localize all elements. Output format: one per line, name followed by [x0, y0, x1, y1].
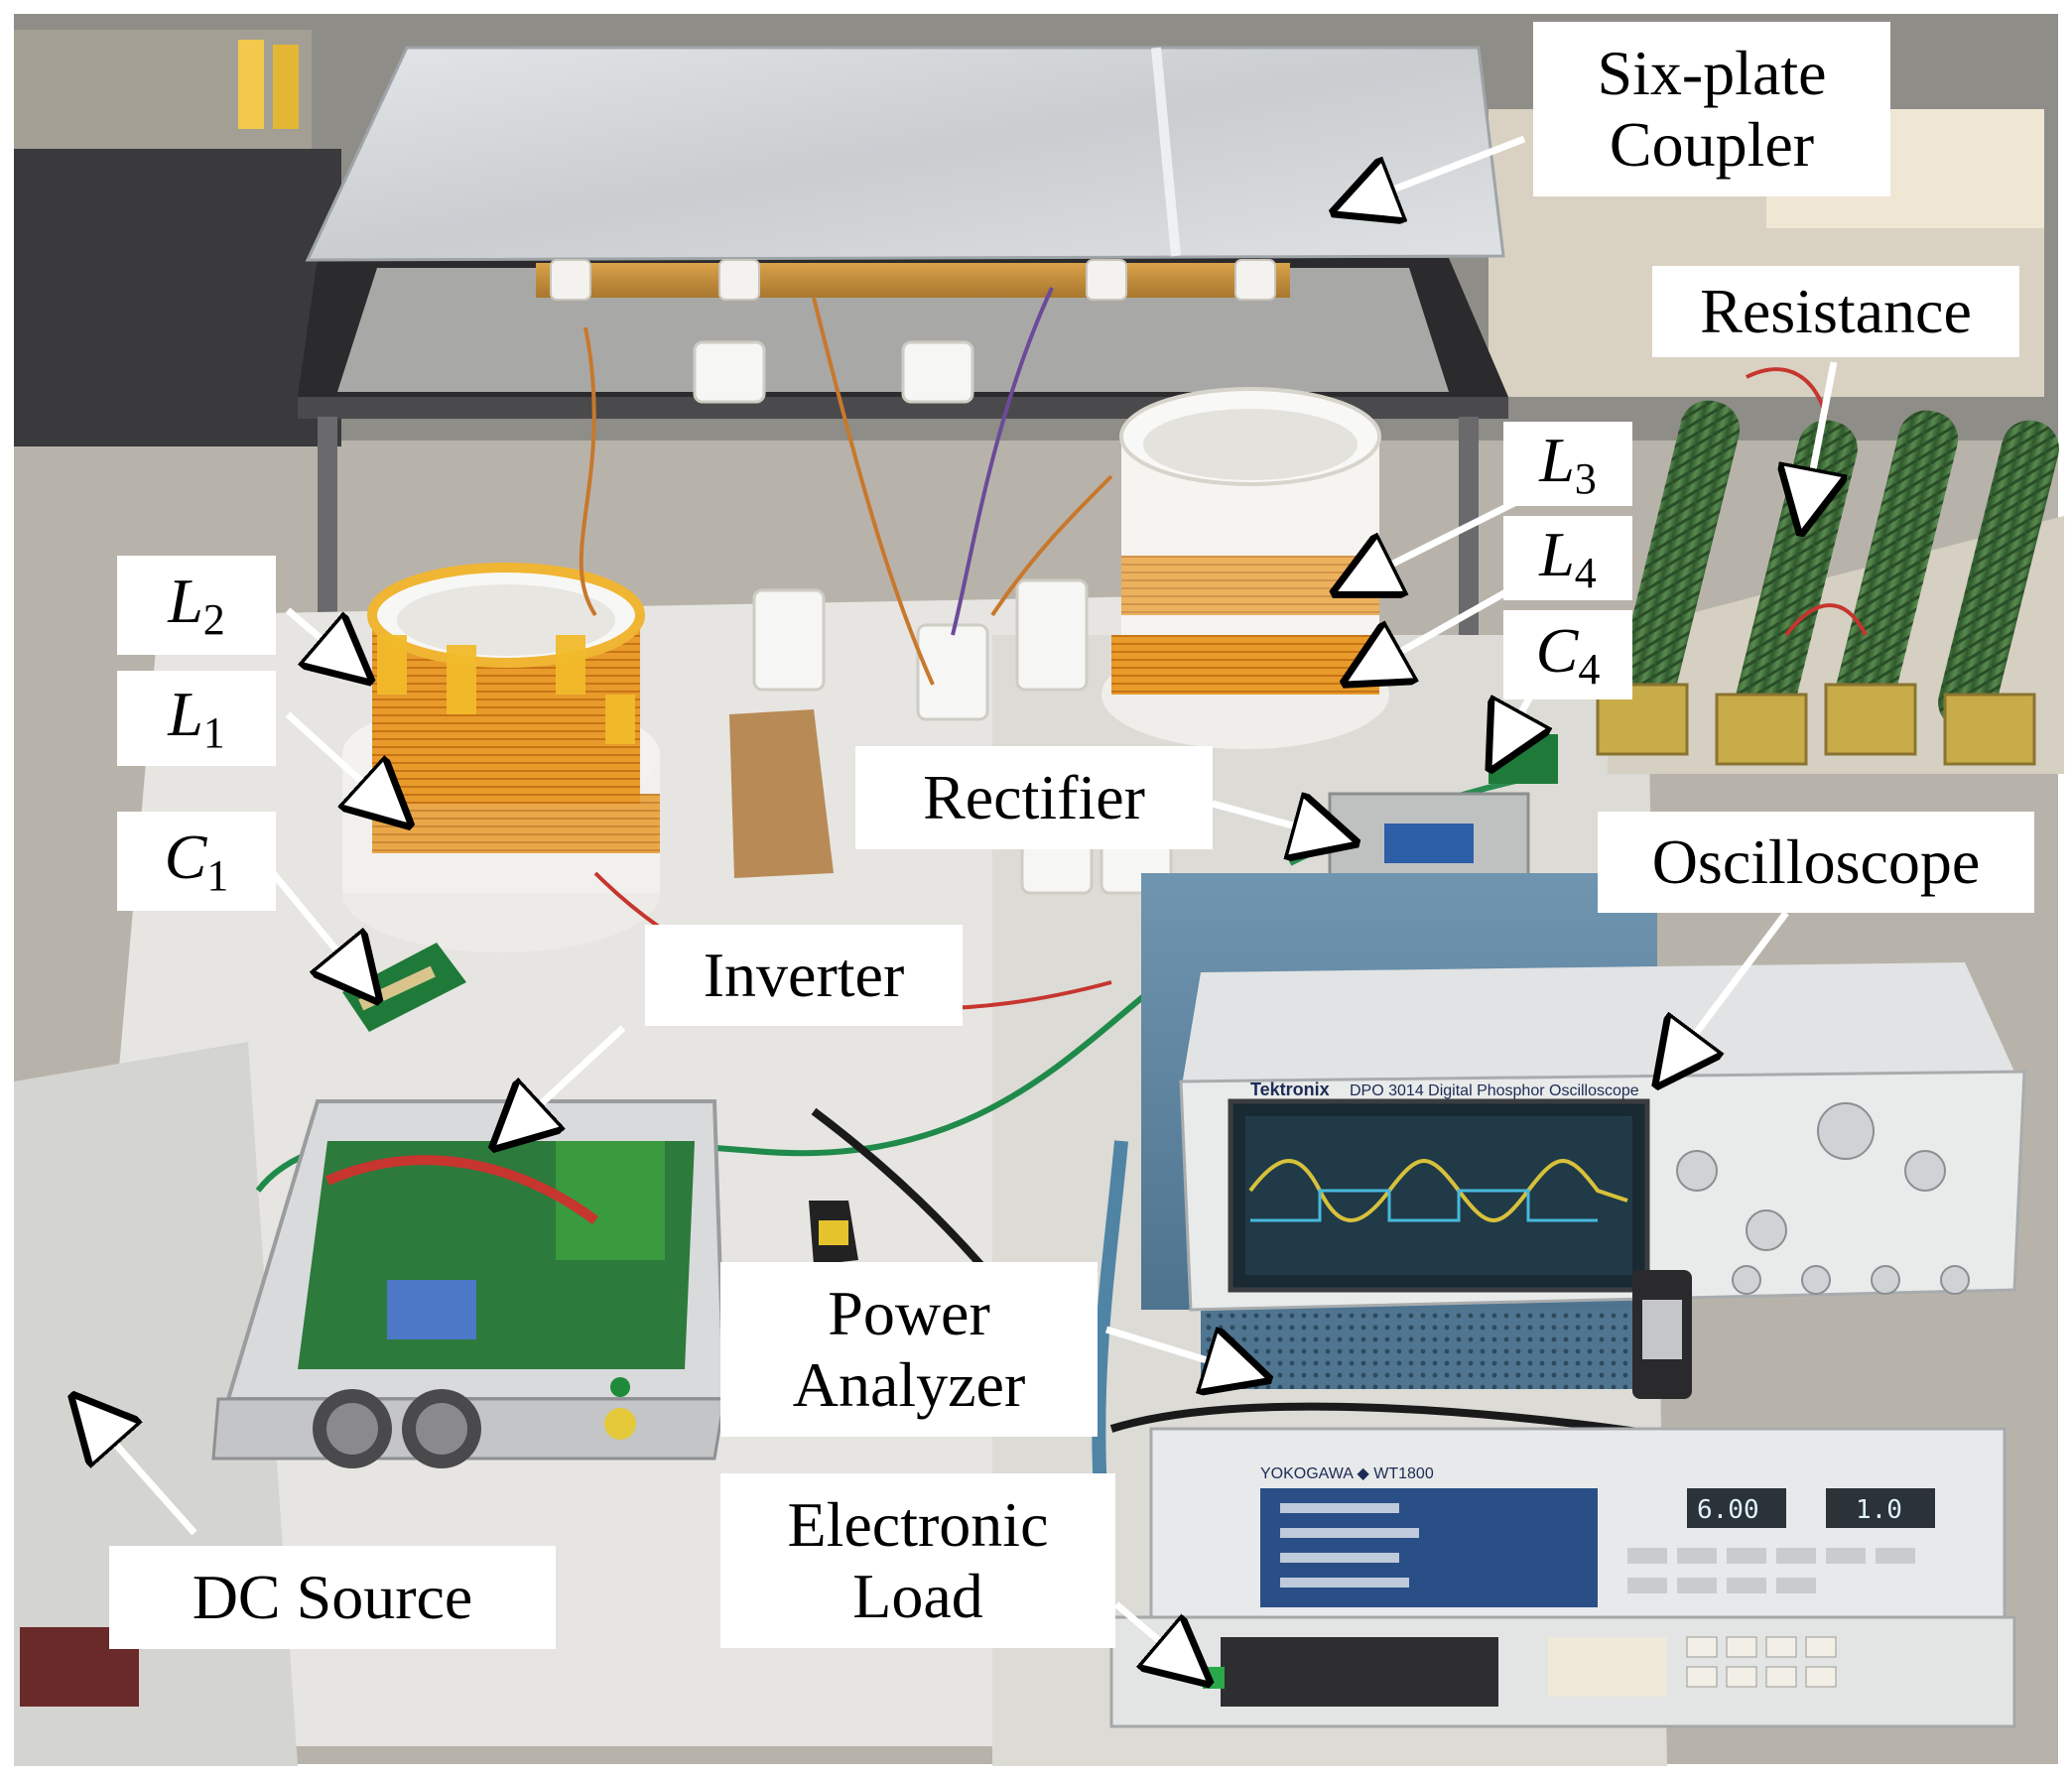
six-plate-coupler-plate: [305, 46, 1505, 262]
label-l1-sub: 1: [202, 708, 225, 758]
arrow-l1: [285, 711, 397, 814]
label-l3: L3: [1503, 422, 1632, 506]
label-c4: C4: [1503, 610, 1632, 699]
label-c1-base: C: [164, 822, 207, 893]
label-l3-sub: 3: [1574, 453, 1597, 503]
label-l4-sub: 4: [1574, 548, 1597, 597]
arrow-electronic-load: [1113, 1601, 1196, 1672]
back-table-left: [14, 149, 341, 446]
oscilloscope-unit: Tektronix DPO 3014 Digital Phosphor Osci…: [1141, 873, 2026, 1399]
arrow-rectifier: [1212, 804, 1340, 838]
label-electronic-line1: Electronic: [787, 1489, 1049, 1561]
label-rectifier-text: Rectifier: [923, 762, 1145, 833]
label-six-plate-line1: Six-plate: [1597, 38, 1827, 109]
arrow-c1: [270, 870, 367, 987]
label-l4-base: L: [1539, 518, 1575, 589]
label-oscilloscope-text: Oscilloscope: [1651, 826, 1981, 898]
label-resistance-text: Resistance: [1700, 276, 1972, 347]
arrow-oscilloscope: [1667, 910, 1789, 1072]
label-dc-source-text: DC Source: [192, 1562, 473, 1633]
arrow-resistance: [1804, 361, 1834, 516]
analyzer-display-2: 1.0: [1856, 1495, 1902, 1525]
label-oscilloscope: Oscilloscope: [1598, 812, 2034, 913]
scope-brand-text: Tektronix: [1250, 1080, 1330, 1099]
arrow-l4: [1360, 581, 1520, 675]
label-l4: L4: [1503, 516, 1632, 600]
label-dc-source: DC Source: [109, 1546, 556, 1649]
electronic-load-unit: [1109, 1615, 2016, 1728]
label-l3-base: L: [1539, 424, 1575, 495]
arrow-power-analyzer: [1104, 1326, 1252, 1374]
label-c1-sub: 1: [206, 851, 229, 901]
coil-l1: [372, 794, 660, 853]
label-l2: L2: [117, 556, 276, 655]
analyzer-display-1: 6.00: [1697, 1495, 1759, 1525]
label-power-line1: Power: [828, 1278, 990, 1349]
label-l2-sub: 2: [202, 595, 225, 645]
inverter-unit: [211, 1099, 727, 1468]
label-power-analyzer: Power Analyzer: [720, 1262, 1098, 1437]
arrow-l2: [285, 607, 357, 670]
label-c4-sub: 4: [1578, 645, 1601, 695]
analyzer-brand-text: YOKOGAWA ◆ WT1800: [1260, 1465, 1434, 1482]
arrow-dc-source: [84, 1409, 197, 1536]
arrow-l3: [1350, 497, 1520, 585]
label-power-line2: Analyzer: [792, 1349, 1026, 1420]
label-six-plate-line2: Coupler: [1609, 109, 1815, 180]
arrow-c4: [1498, 697, 1530, 754]
cardboard: [729, 709, 834, 878]
label-electronic-load: Electronic Load: [720, 1473, 1115, 1648]
arrow-six-plate-coupler: [1350, 135, 1526, 206]
scope-model-text: DPO 3014 Digital Phosphor Oscilloscope: [1350, 1082, 1639, 1099]
label-c4-base: C: [1535, 615, 1579, 687]
label-electronic-line2: Load: [852, 1561, 983, 1631]
label-l2-base: L: [168, 566, 203, 637]
lower-plate: [337, 268, 1449, 392]
label-l1: L1: [117, 671, 276, 766]
label-c1: C1: [117, 812, 276, 911]
label-six-plate-coupler: Six-plate Coupler: [1533, 22, 1890, 196]
label-inverter-text: Inverter: [703, 940, 905, 1011]
label-rectifier: Rectifier: [855, 746, 1213, 849]
resistor-bank: [1596, 367, 2064, 774]
label-l1-base: L: [168, 679, 203, 750]
arrow-inverter: [506, 1025, 626, 1136]
power-analyzer-unit: 6.00 1.0 YOKOGAWA ◆ WT1800: [1149, 1427, 2007, 1629]
label-resistance: Resistance: [1652, 266, 2019, 357]
label-inverter: Inverter: [645, 925, 963, 1026]
